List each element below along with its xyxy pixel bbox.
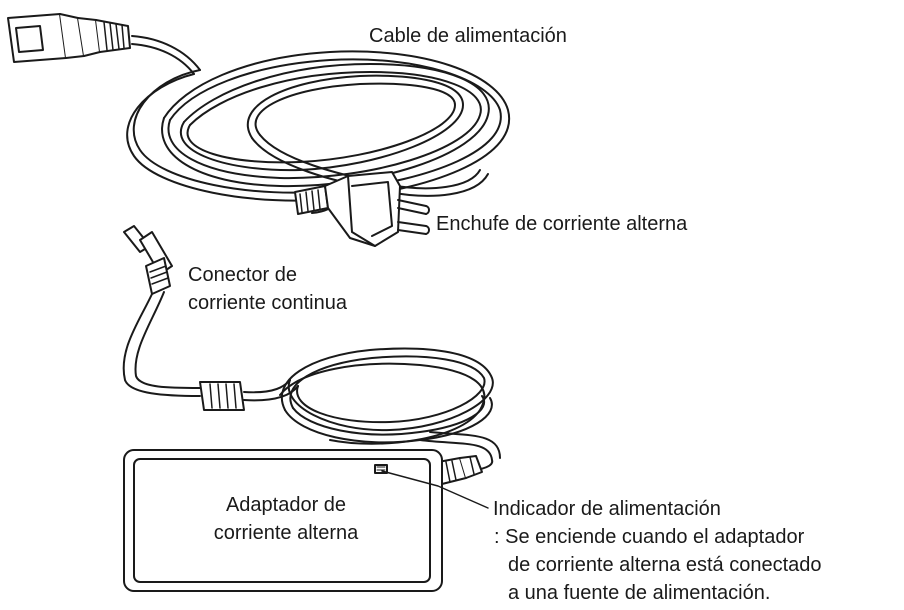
indicator-desc-line3: a una fuente de alimentación. (508, 582, 771, 604)
iec-connector-icon (8, 14, 130, 62)
strain-relief-icon (438, 456, 482, 484)
indicator-desc-line1: : Se enciende cuando el adaptador (494, 526, 805, 548)
ac-plug-icon (295, 172, 429, 246)
indicator-title: Indicador de alimentación (493, 498, 721, 520)
power-cable-label: Cable de alimentación (369, 25, 567, 47)
indicator-desc-line2: de corriente alterna está conectado (508, 554, 822, 576)
dc-connector-icon (124, 226, 172, 294)
ac-adapter-icon (124, 450, 442, 591)
dc-connector-label-line1: Conector de (188, 264, 297, 286)
adapter-label-line1: Adaptador de (225, 494, 347, 516)
dc-cable-icon (124, 292, 500, 470)
indicator-leader-line (382, 471, 488, 508)
power-indicator-icon (375, 465, 387, 473)
ac-plug-label: Enchufe de corriente alterna (436, 213, 688, 235)
dc-connector-label-line2: corriente continua (188, 292, 347, 314)
adapter-label-line2: corriente alterna (213, 522, 359, 544)
